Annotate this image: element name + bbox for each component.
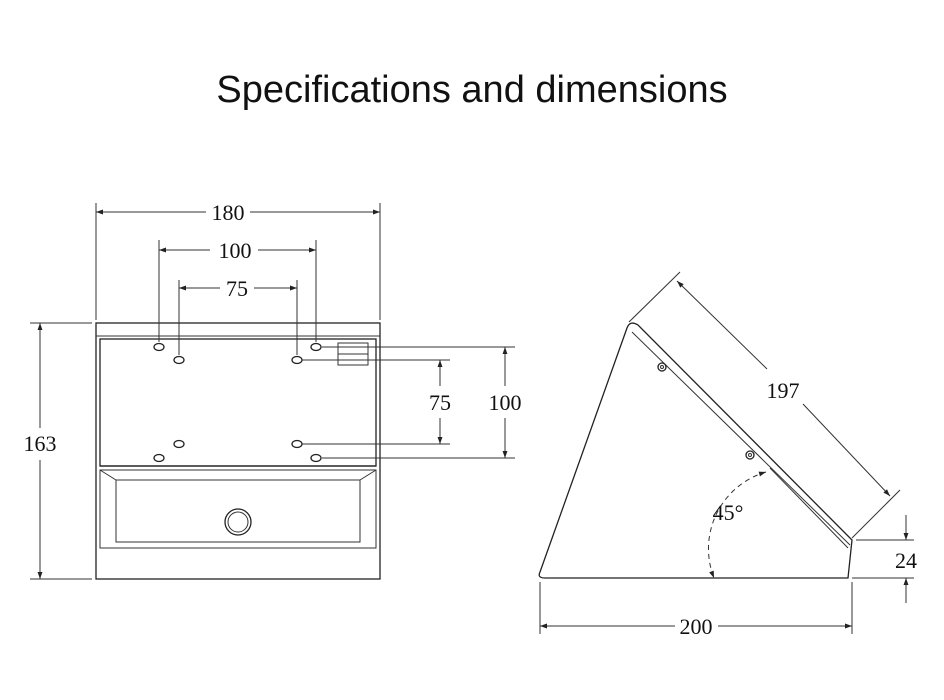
front-outer-body xyxy=(95,322,381,580)
dim-lip-height: 24 xyxy=(895,548,917,573)
cable-opening xyxy=(115,479,361,543)
side-view: 197 45° 24 200 xyxy=(538,271,917,639)
mounting-plate xyxy=(99,338,377,467)
dim-vertical-spacing-inner: 75 xyxy=(429,390,451,415)
side-profile xyxy=(538,322,853,579)
dim-base-length: 200 xyxy=(680,614,713,639)
screw-bottom xyxy=(745,450,755,460)
dim-angle: 45° xyxy=(713,500,744,525)
mounting-holes xyxy=(153,342,322,463)
cable-hole xyxy=(224,508,252,536)
front-view: 180 100 75 163 75 100 xyxy=(24,200,522,580)
dim-slant-length: 197 xyxy=(767,378,800,403)
dim-hole-spacing-inner: 75 xyxy=(226,276,248,301)
page-title: Specifications and dimensions xyxy=(216,69,728,111)
screw-top xyxy=(657,362,667,372)
dim-height: 163 xyxy=(24,431,57,456)
dim-hole-spacing-outer: 100 xyxy=(219,238,252,263)
dim-width: 180 xyxy=(212,200,245,225)
dim-vertical-spacing-outer: 100 xyxy=(489,390,522,415)
